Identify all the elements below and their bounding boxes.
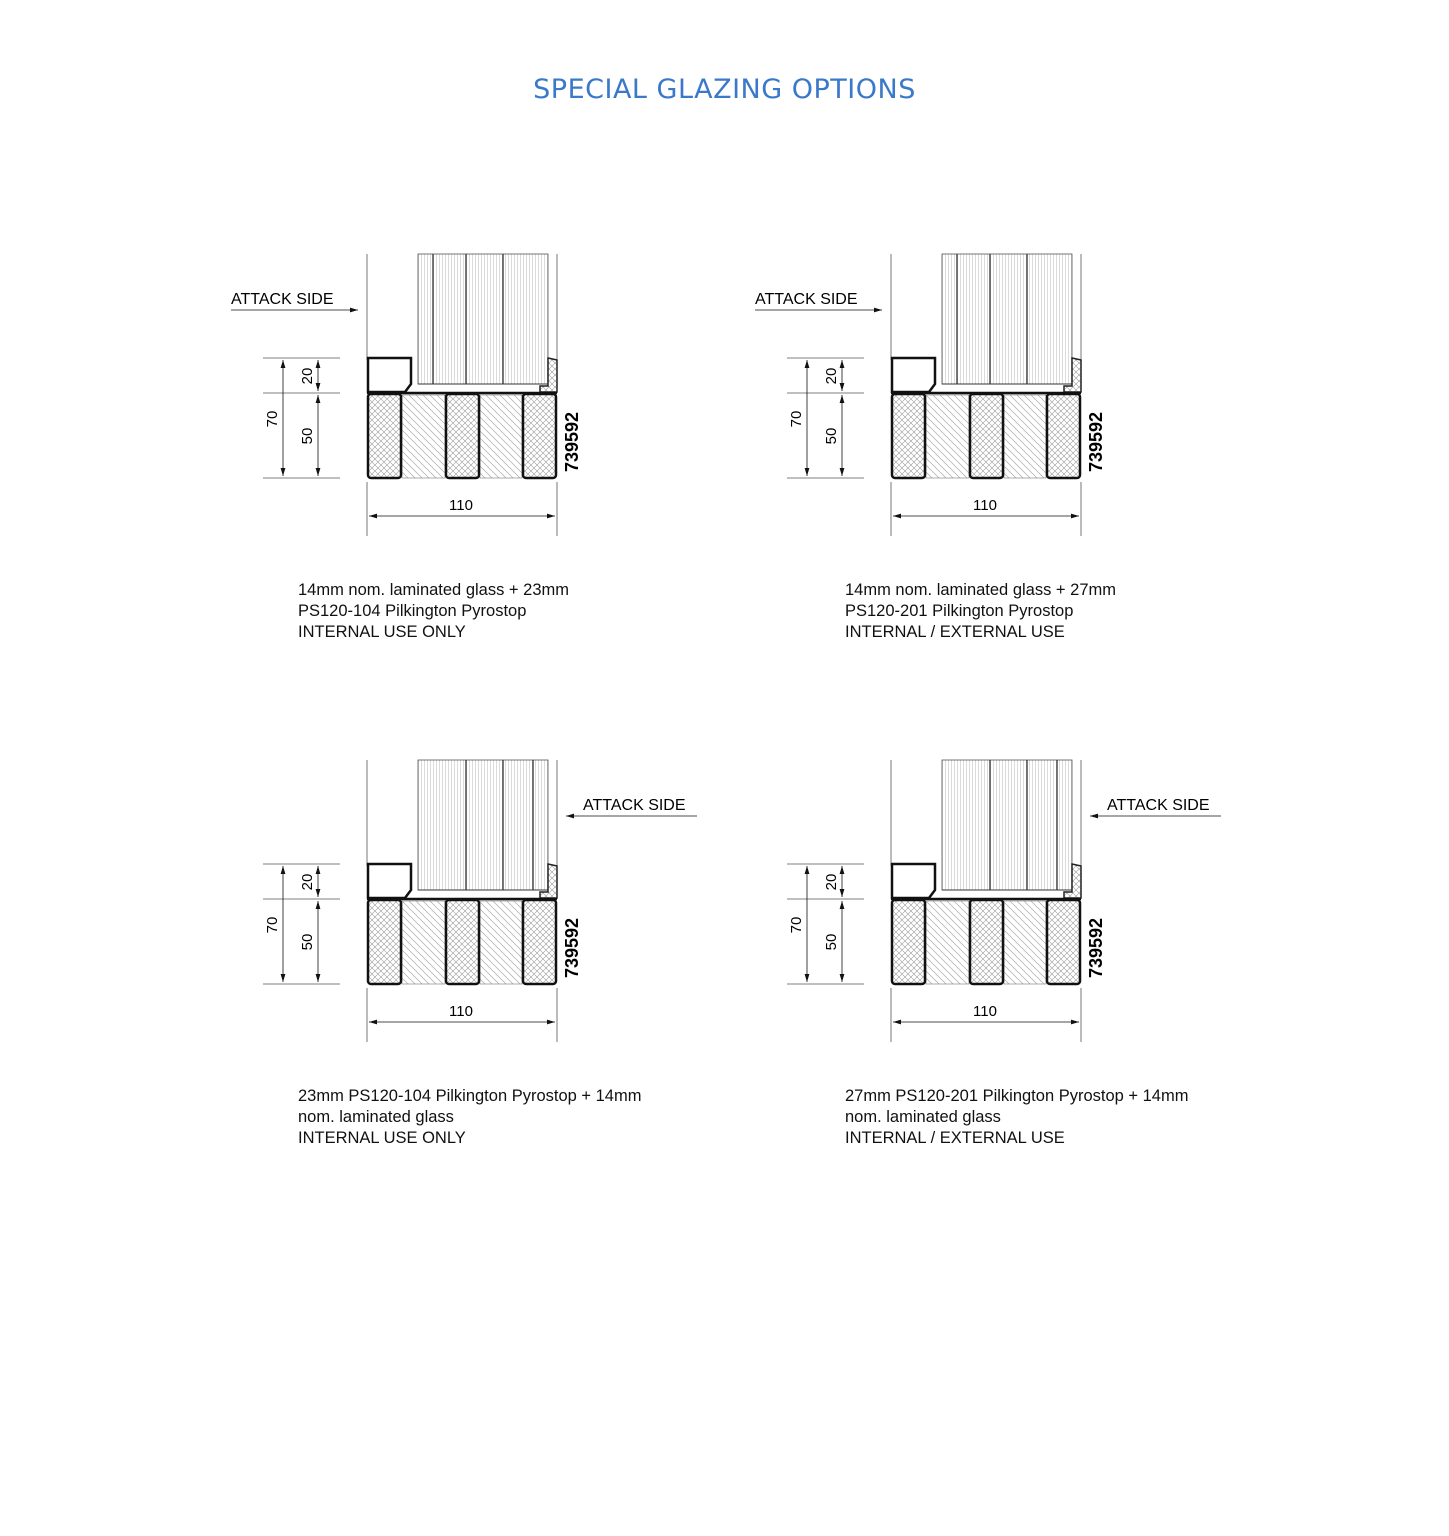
dim-label-width: 110 (449, 1003, 473, 1020)
attack-side-label: ATTACK SIDE (583, 797, 686, 814)
caption-line: nom. laminated glass (845, 1108, 1001, 1126)
dim-label-body: 50 (823, 428, 840, 445)
infill-hatch (401, 394, 446, 479)
caption-line: 14mm nom. laminated glass + 23mm (298, 581, 569, 599)
infill-hatch (401, 900, 446, 985)
caption-panel-1: 14mm nom. laminated glass + 23mm PS120-1… (298, 580, 569, 643)
caption-line: INTERNAL / EXTERNAL USE (845, 1129, 1065, 1147)
panel-drawing-4: 70 20 50 110 739592 ATTACK SIDE (787, 759, 1221, 1042)
caption-line: INTERNAL / EXTERNAL USE (845, 623, 1065, 641)
steel-tube (968, 392, 1005, 480)
attack-side-label: ATTACK SIDE (755, 291, 858, 308)
caption-line: PS120-201 Pilkington Pyrostop (845, 602, 1074, 620)
dim-label-head: 20 (299, 874, 316, 891)
steel-tube (444, 898, 481, 986)
steel-tube (1045, 392, 1082, 480)
page-title: SPECIAL GLAZING OPTIONS (533, 74, 916, 105)
panel-drawing-1: 70 20 50 110 739592 ATTACK SIDE (231, 253, 582, 536)
attack-side-label: ATTACK SIDE (231, 291, 334, 308)
head-tube (890, 356, 937, 394)
dim-label-total: 70 (788, 917, 805, 934)
panel-drawing-3: 70 20 50 110 739592 ATTACK SIDE (263, 759, 697, 1042)
caption-line: nom. laminated glass (298, 1108, 454, 1126)
dim-label-total: 70 (264, 411, 281, 428)
glass-pane (941, 759, 1073, 891)
steel-tube (968, 898, 1005, 986)
steel-tube (890, 392, 927, 480)
glass-pane (941, 253, 1073, 385)
caption-line: 14mm nom. laminated glass + 27mm (845, 581, 1116, 599)
steel-tube (521, 392, 558, 480)
caption-line: 23mm PS120-104 Pilkington Pyrostop + 14m… (298, 1087, 642, 1105)
dim-label-width: 110 (973, 1003, 997, 1020)
head-tube (366, 862, 413, 900)
dim-label-head: 20 (823, 874, 840, 891)
dim-label-body: 50 (299, 428, 316, 445)
head-tube (366, 356, 413, 394)
attack-side-label: ATTACK SIDE (1107, 797, 1210, 814)
caption-line: INTERNAL USE ONLY (298, 1129, 466, 1147)
product-code: 739592 (1086, 412, 1106, 472)
panel-drawing-2: 70 20 50 110 739592 ATTACK SIDE (755, 253, 1106, 536)
caption-panel-2: 14mm nom. laminated glass + 27mm PS120-2… (845, 580, 1116, 643)
dim-label-total: 70 (264, 917, 281, 934)
steel-tube (366, 898, 403, 986)
infill-hatch (479, 900, 523, 985)
caption-line: PS120-104 Pilkington Pyrostop (298, 602, 527, 620)
steel-tube (521, 898, 558, 986)
steel-tube (1045, 898, 1082, 986)
infill-hatch (479, 394, 523, 479)
caption-panel-3: 23mm PS120-104 Pilkington Pyrostop + 14m… (298, 1086, 641, 1149)
caption-panel-4: 27mm PS120-201 Pilkington Pyrostop + 14m… (845, 1086, 1188, 1149)
infill-hatch (1003, 394, 1047, 479)
caption-line: INTERNAL USE ONLY (298, 623, 466, 641)
infill-hatch (925, 900, 970, 985)
caption-line: 27mm PS120-201 Pilkington Pyrostop + 14m… (845, 1087, 1189, 1105)
steel-tube (444, 392, 481, 480)
dim-label-head: 20 (823, 368, 840, 385)
dim-label-body: 50 (823, 934, 840, 951)
dim-label-width: 110 (449, 497, 473, 514)
dim-label-width: 110 (973, 497, 997, 514)
glass-pane (417, 253, 549, 385)
head-tube (890, 862, 937, 900)
infill-hatch (1003, 900, 1047, 985)
steel-tube (366, 392, 403, 480)
product-code: 739592 (562, 918, 582, 978)
dim-label-total: 70 (788, 411, 805, 428)
steel-tube (890, 898, 927, 986)
dim-label-body: 50 (299, 934, 316, 951)
dim-label-head: 20 (299, 368, 316, 385)
infill-hatch (925, 394, 970, 479)
product-code: 739592 (562, 412, 582, 472)
glass-pane (417, 759, 549, 891)
product-code: 739592 (1086, 918, 1106, 978)
